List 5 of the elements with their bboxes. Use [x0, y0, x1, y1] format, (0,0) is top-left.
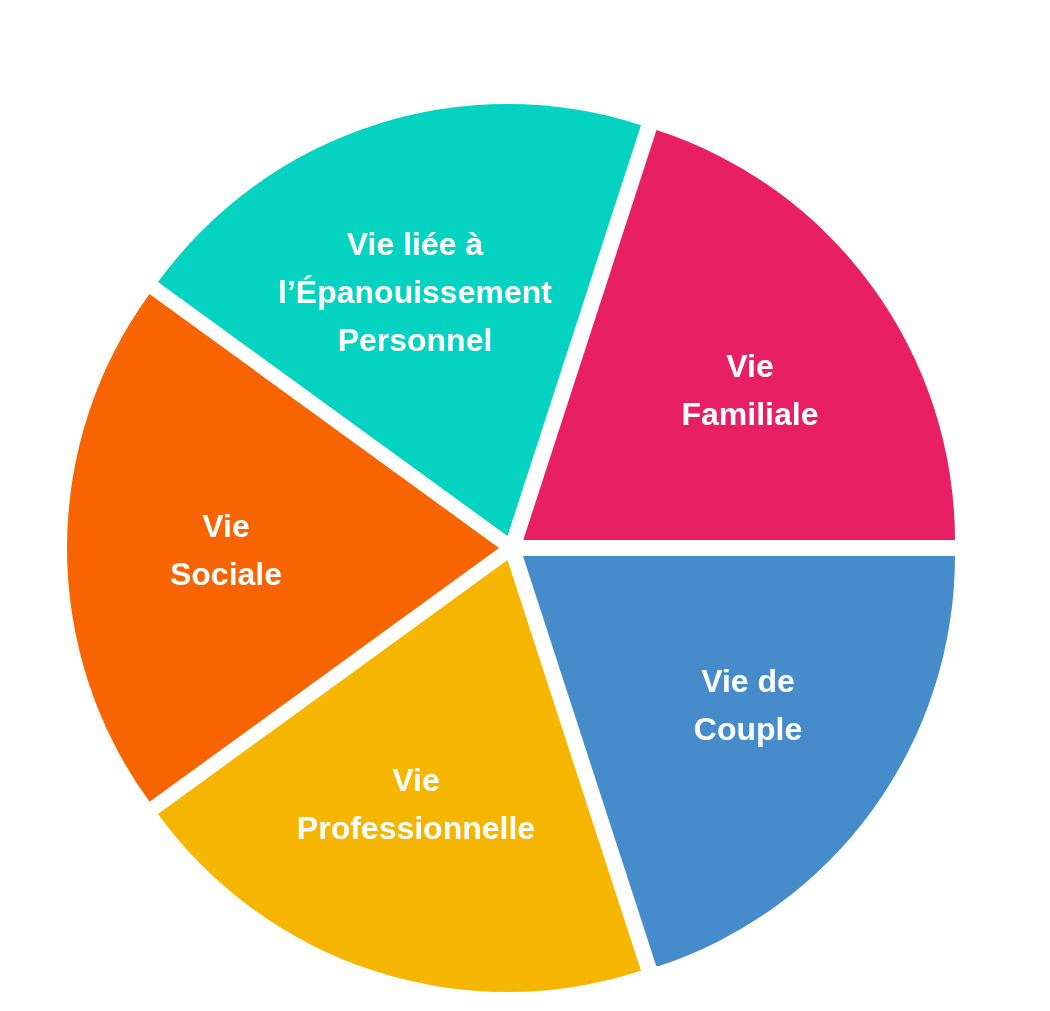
slice-label: Vie liée à l’Épanouissement Personnel: [277, 225, 553, 360]
slice-label: Vie Familiale: [680, 347, 820, 434]
slice-label: Vie de Couple: [692, 662, 804, 749]
slice-label: Vie Sociale: [168, 507, 284, 594]
slice-label: Vie Professionnelle: [295, 761, 537, 848]
